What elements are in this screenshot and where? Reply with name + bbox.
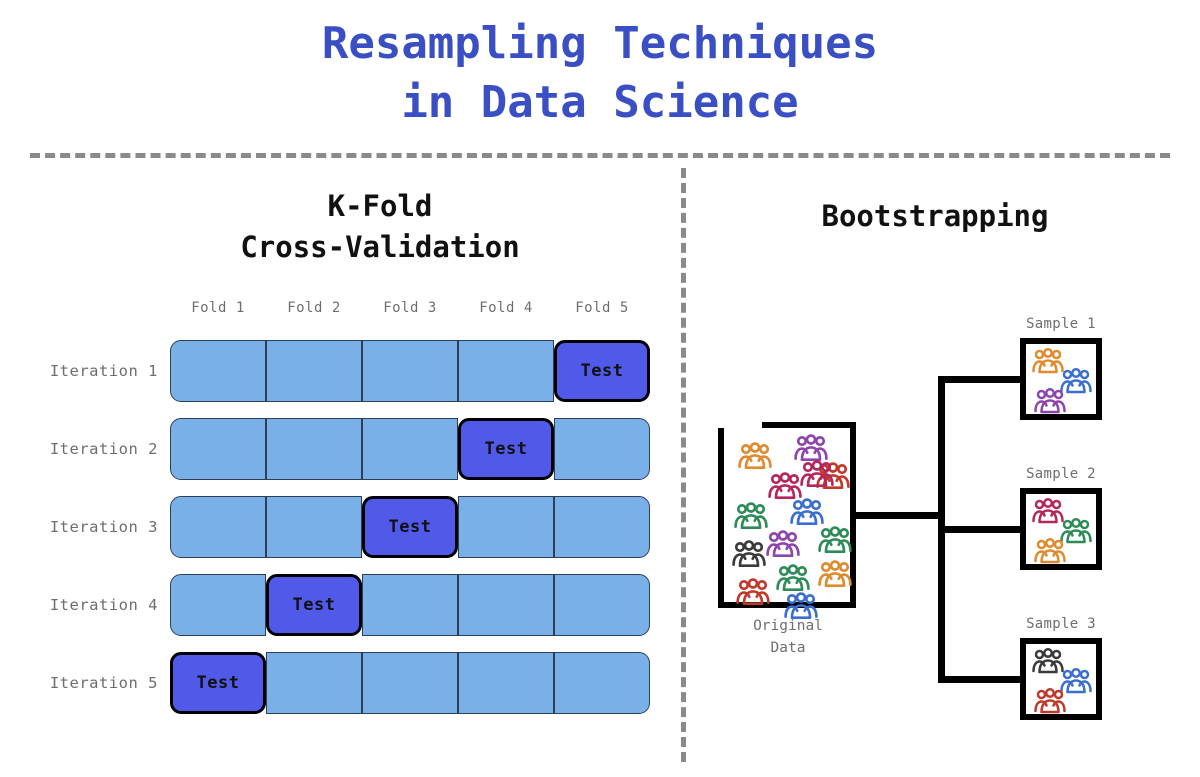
connector-branch-2: [938, 525, 1024, 533]
test-fold-cell-iter1[interactable]: Test: [554, 340, 650, 402]
test-fold-cell-iter3[interactable]: Test: [362, 496, 458, 558]
vertical-divider: [681, 168, 686, 762]
people-group-icon: [1060, 368, 1092, 394]
train-fold-cell-iter1-fold4[interactable]: [458, 340, 554, 402]
fold-strip: Test: [170, 340, 650, 402]
train-fold-cell-iter4-fold5[interactable]: [554, 574, 650, 636]
train-fold-cell-iter4-fold4[interactable]: [458, 574, 554, 636]
people-group-icon: [784, 592, 818, 620]
fold-strip: Test: [170, 418, 650, 480]
train-fold-cell-iter5-fold4[interactable]: [458, 652, 554, 714]
connector-branch-3: [938, 675, 1024, 683]
iteration-label-4: Iteration 4: [49, 596, 158, 614]
people-group-icon: [790, 498, 824, 526]
fold-header-5: Fold 5: [575, 300, 629, 316]
train-fold-cell-iter5-fold2[interactable]: [266, 652, 362, 714]
iteration-row: Iteration 1 Test: [0, 340, 680, 402]
train-fold-cell-iter3-fold4[interactable]: [458, 496, 554, 558]
people-group-icon: [732, 540, 766, 568]
people-group-icon: [1034, 538, 1066, 564]
page-title: Resampling Techniques in Data Science: [321, 18, 879, 129]
people-group-icon: [1032, 498, 1064, 524]
connector-stem: [850, 511, 945, 519]
people-group-icon: [1034, 388, 1066, 414]
people-group-icon: [818, 526, 852, 554]
iteration-row: Iteration 5 Test: [0, 652, 680, 714]
fold-header-1: Fold 1: [191, 300, 245, 316]
iteration-row: Iteration 3 Test: [0, 496, 680, 558]
fold-header-4: Fold 4: [479, 300, 533, 316]
sample-box-3[interactable]: [1020, 638, 1102, 720]
people-group-icon: [1034, 688, 1066, 714]
sample-box-1[interactable]: [1020, 338, 1102, 420]
sample-caption-2: Sample 2: [1026, 466, 1096, 482]
people-group-icon: [800, 460, 834, 488]
iteration-row: Iteration 4 Test: [0, 574, 680, 636]
fold-header-3: Fold 3: [383, 300, 437, 316]
fold-header-2: Fold 2: [287, 300, 341, 316]
sample-box-2[interactable]: [1020, 488, 1102, 570]
fold-strip: Test: [170, 496, 650, 558]
people-group-icon: [736, 578, 770, 606]
horizontal-divider: [30, 153, 1170, 158]
train-fold-cell-iter3-fold2[interactable]: [266, 496, 362, 558]
train-fold-cell-iter2-fold3[interactable]: [362, 418, 458, 480]
original-data-box-gap: [718, 416, 762, 428]
fold-strip: Test: [170, 574, 650, 636]
people-group-icon: [794, 434, 828, 462]
people-group-icon: [768, 472, 802, 500]
test-fold-cell-iter4[interactable]: Test: [266, 574, 362, 636]
train-fold-cell-iter3-fold5[interactable]: [554, 496, 650, 558]
train-fold-cell-iter1-fold3[interactable]: [362, 340, 458, 402]
bootstrapping-heading: Bootstrapping: [821, 199, 1049, 233]
iteration-label-1: Iteration 1: [49, 362, 158, 380]
sample-caption-1: Sample 1: [1026, 316, 1096, 332]
people-group-icon: [1032, 648, 1064, 674]
test-fold-cell-iter5[interactable]: Test: [170, 652, 266, 714]
test-fold-cell-iter2[interactable]: Test: [458, 418, 554, 480]
people-group-icon: [766, 530, 800, 558]
train-fold-cell-iter3-fold1[interactable]: [170, 496, 266, 558]
iteration-label-5: Iteration 5: [49, 674, 158, 692]
train-fold-cell-iter2-fold5[interactable]: [554, 418, 650, 480]
people-group-icon: [1060, 668, 1092, 694]
train-fold-cell-iter1-fold1[interactable]: [170, 340, 266, 402]
bootstrapping-diagram: Original Data Sample 1 Sample 2 Sample 3: [690, 290, 1200, 760]
train-fold-cell-iter1-fold2[interactable]: [266, 340, 362, 402]
people-group-icon: [738, 442, 772, 470]
connector-branch-1: [938, 375, 1024, 383]
iteration-label-2: Iteration 2: [49, 440, 158, 458]
original-data-box: [718, 422, 856, 608]
train-fold-cell-iter2-fold2[interactable]: [266, 418, 362, 480]
people-group-icon: [1032, 348, 1064, 374]
people-group-icon: [776, 564, 810, 592]
people-group-icon: [734, 502, 768, 530]
train-fold-cell-iter5-fold5[interactable]: [554, 652, 650, 714]
train-fold-cell-iter5-fold3[interactable]: [362, 652, 458, 714]
original-data-caption: Original Data: [753, 618, 823, 656]
sample-caption-3: Sample 3: [1026, 616, 1096, 632]
train-fold-cell-iter4-fold1[interactable]: [170, 574, 266, 636]
train-fold-cell-iter4-fold3[interactable]: [362, 574, 458, 636]
kfold-heading: K-Fold Cross-Validation: [240, 189, 520, 265]
fold-header-row: Fold 1 Fold 2 Fold 3 Fold 4 Fold 5: [170, 300, 650, 326]
people-group-icon: [818, 560, 852, 588]
iteration-label-3: Iteration 3: [49, 518, 158, 536]
iteration-row: Iteration 2 Test: [0, 418, 680, 480]
people-group-icon: [1060, 518, 1092, 544]
train-fold-cell-iter2-fold1[interactable]: [170, 418, 266, 480]
fold-strip: Test: [170, 652, 650, 714]
kfold-diagram: Fold 1 Fold 2 Fold 3 Fold 4 Fold 5 Iteration…: [0, 300, 680, 730]
